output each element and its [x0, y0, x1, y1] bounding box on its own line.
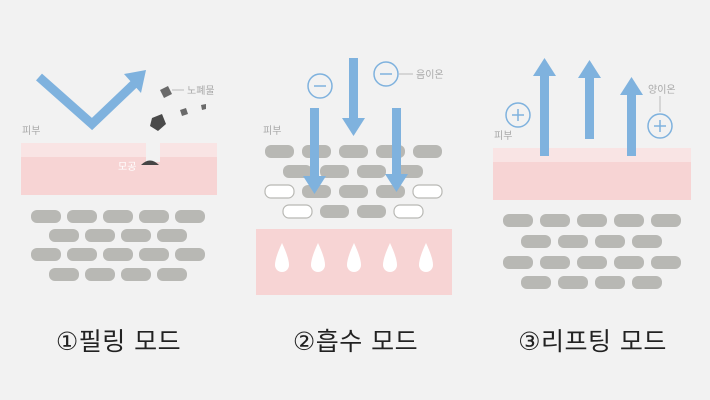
peeling-mode-caption: ①필링 모드	[55, 327, 182, 356]
minus-icon	[373, 61, 399, 87]
minus-icon	[307, 73, 333, 99]
pore-opening	[146, 143, 160, 162]
skin-layer	[21, 157, 217, 195]
up-arrow-shaft	[585, 77, 594, 139]
down-arrow-shaft	[349, 58, 358, 120]
peeling-mode-illustration: 모공 피부 노폐물	[21, 70, 217, 281]
plus-icon	[647, 113, 673, 139]
reflect-arrow-head	[124, 70, 146, 93]
up-arrows	[533, 58, 643, 156]
down-arrow-shaft	[310, 108, 319, 178]
up-arrow-head	[620, 77, 643, 95]
waste-particle	[160, 86, 172, 98]
positive-ion-label: 양이온	[648, 84, 676, 96]
up-arrow-shaft	[540, 75, 549, 156]
droplet	[419, 243, 433, 272]
pore-label: 모공	[118, 161, 136, 173]
skin-layer	[493, 162, 691, 200]
cell-layer	[31, 210, 205, 281]
lifting-mode-illustration: 피부 양이온	[493, 58, 691, 289]
down-arrow-head	[385, 174, 408, 192]
absorption-mode-illustration: 피부	[256, 58, 452, 295]
droplet	[311, 243, 325, 272]
down-arrow-head	[342, 118, 365, 136]
down-arrow-shaft	[392, 108, 401, 176]
up-arrow-shaft	[627, 94, 636, 156]
positive-ion-icons	[505, 102, 673, 139]
droplet	[347, 243, 361, 272]
plus-icon	[505, 102, 531, 128]
skin-label: 피부	[22, 125, 40, 137]
negative-ion-label: 음이온	[416, 69, 444, 81]
up-arrow-head	[578, 60, 601, 78]
down-arrow-head	[303, 176, 326, 194]
droplet	[275, 243, 289, 272]
up-arrow-head	[533, 58, 556, 76]
droplets	[275, 243, 433, 272]
droplet	[383, 243, 397, 272]
peeling-mode-panel: 모공 피부 노폐물	[0, 0, 237, 400]
absorption-mode-caption: ②흡수 모드	[292, 327, 419, 356]
negative-ion-icons	[307, 61, 399, 99]
skin-label: 피부	[263, 125, 281, 137]
pore-residue	[141, 160, 159, 165]
cell-layer	[503, 214, 681, 289]
lifting-mode-caption: ③리프팅 모드	[518, 327, 667, 356]
open-cell-gaps	[264, 184, 443, 219]
reflect-arrow-line	[36, 73, 139, 131]
absorption-mode-panel: 피부	[237, 0, 474, 400]
lifting-mode-panel: 피부 양이온	[474, 0, 710, 400]
skin-label: 피부	[494, 130, 512, 142]
waste-particle	[150, 114, 166, 131]
waste-particle	[180, 108, 188, 116]
waste-label: 노폐물	[187, 85, 215, 97]
skin-surface	[493, 148, 691, 162]
waste-particle	[201, 104, 206, 110]
down-arrows	[303, 58, 408, 194]
skin-surface	[21, 143, 217, 157]
